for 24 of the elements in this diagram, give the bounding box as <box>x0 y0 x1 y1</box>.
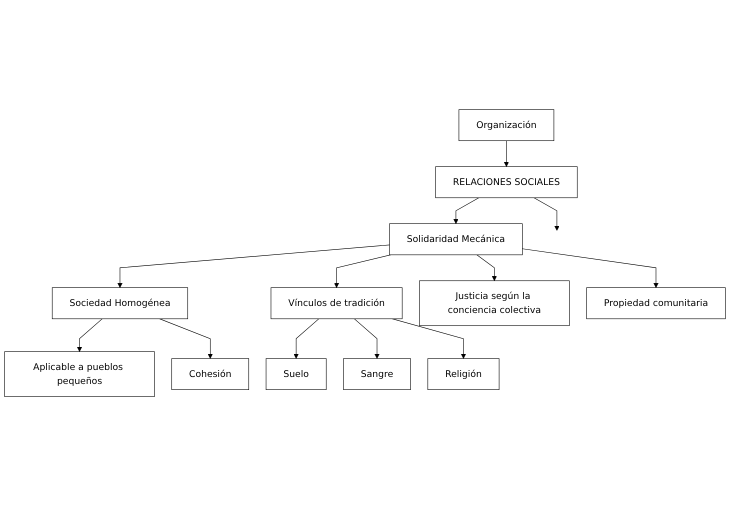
arrow <box>294 318 320 359</box>
arrow <box>392 318 466 359</box>
node-box: Sangre <box>343 358 411 390</box>
node-box: Vínculos de tradición <box>270 287 402 319</box>
arrow <box>453 197 480 224</box>
node-box: Aplicable a pueblos pequeños <box>4 351 155 397</box>
arrow <box>504 140 509 167</box>
arrow <box>522 248 659 288</box>
node-box: Sociedad Homogénea <box>52 287 188 319</box>
node-box: Suelo <box>266 358 326 390</box>
arrow <box>334 254 392 288</box>
node-box: Solidaridad Mecánica <box>389 223 523 256</box>
node-box: Justicia según la conciencia colectiva <box>419 280 570 326</box>
arrow <box>476 254 497 281</box>
node-box: RELACIONES SOCIALES <box>435 166 578 198</box>
node-box: Cohesión <box>171 358 250 390</box>
arrow <box>354 318 380 359</box>
arrow <box>117 244 390 288</box>
node-box: Religión <box>428 358 500 390</box>
arrow <box>159 318 213 359</box>
arrow <box>534 197 560 231</box>
node-box: Organización <box>458 109 554 141</box>
node-box: Propiedad comunitaria <box>586 287 726 319</box>
arrow <box>77 318 102 352</box>
